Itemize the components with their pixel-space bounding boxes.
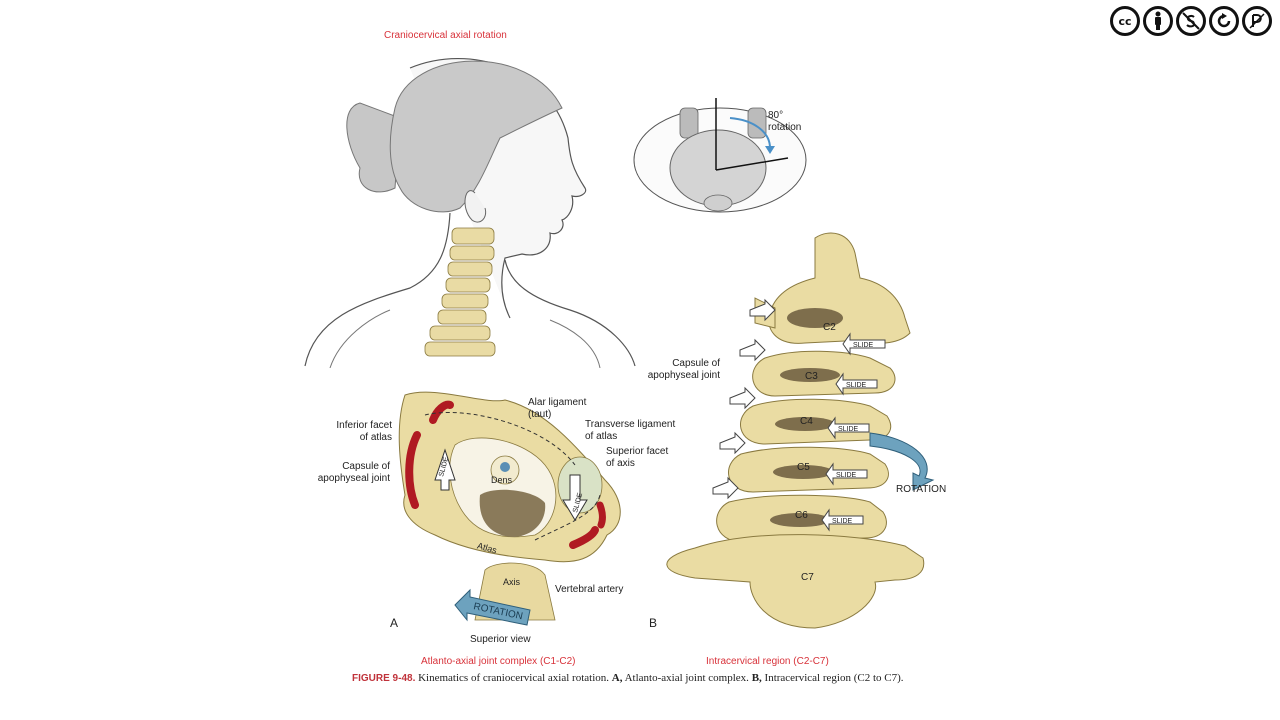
rotation-superior-view	[633, 98, 807, 213]
slide-label-b-1: SLIDE	[853, 342, 874, 349]
slide-label-b-5: SLIDE	[832, 518, 853, 525]
slide-label-b-3: SLIDE	[838, 426, 859, 433]
panel-b-letter: B	[649, 616, 658, 630]
slide-label-b-4: SLIDE	[836, 472, 857, 479]
capsule-label-b: Capsule of apophyseal joint	[647, 358, 720, 381]
axis-label: Axis	[503, 577, 521, 587]
inferior-facet-label: Inferior facet of atlas	[336, 420, 392, 443]
vertebra-c2: C2	[823, 322, 836, 333]
noncommercial-icon	[1176, 6, 1206, 36]
public-domain-icon	[1242, 6, 1272, 36]
cc-icon: cc	[1110, 6, 1140, 36]
panel-a-letter: A	[390, 616, 399, 630]
rotation-label-b: ROTATION	[896, 484, 947, 495]
slide-label-b-2: SLIDE	[846, 382, 867, 389]
figure-caption: FIGURE 9-48. Kinematics of craniocervica…	[352, 672, 912, 685]
caption-text-2: Atlanto-axial joint complex.	[622, 672, 752, 684]
license-badges: cc	[1110, 6, 1272, 36]
atlas-diagram: SLIDE SLIDE ROTATION	[398, 391, 621, 626]
caption-text-3: Intracervical region (C2 to C7).	[761, 672, 904, 684]
vertebral-artery-label: Vertebral artery	[555, 584, 624, 595]
vertebra-c7: C7	[801, 572, 814, 583]
share-alike-icon	[1209, 6, 1239, 36]
superior-view-label: Superior view	[470, 634, 531, 645]
vertebra-c4: C4	[800, 416, 813, 427]
rotation-degrees-label: 80°	[768, 110, 784, 121]
vertebra-c3: C3	[805, 371, 818, 382]
vertebra-c6: C6	[795, 510, 808, 521]
panel-a-title: Atlanto-axial joint complex (C1-C2)	[421, 656, 576, 667]
caption-b: B,	[751, 672, 762, 684]
attribution-icon	[1143, 6, 1173, 36]
figure-number: FIGURE 9-48.	[352, 673, 416, 684]
vertebra-c5: C5	[797, 462, 810, 473]
cervical-spine-diagram: SLIDE SLIDE SLIDE SLIDE SLIDE C2 C3 C4 C…	[666, 232, 935, 629]
capsule-label-a: Capsule of apophyseal joint	[317, 461, 390, 484]
top-title: Craniocervical axial rotation	[384, 30, 507, 41]
superior-facet-label: Superior facet of axis	[606, 446, 669, 469]
dens-label: Dens	[491, 475, 513, 485]
head-illustration	[304, 57, 636, 368]
rotation-word-label: rotation	[768, 122, 802, 133]
panel-b-title: Intracervical region (C2-C7)	[706, 656, 829, 667]
alar-ligament-label: Alar ligament (taut)	[528, 397, 587, 420]
caption-text-1: Kinematics of craniocervical axial rotat…	[415, 672, 612, 684]
caption-a: A,	[611, 672, 623, 684]
transverse-ligament-label: Transverse ligament of atlas	[585, 419, 676, 442]
